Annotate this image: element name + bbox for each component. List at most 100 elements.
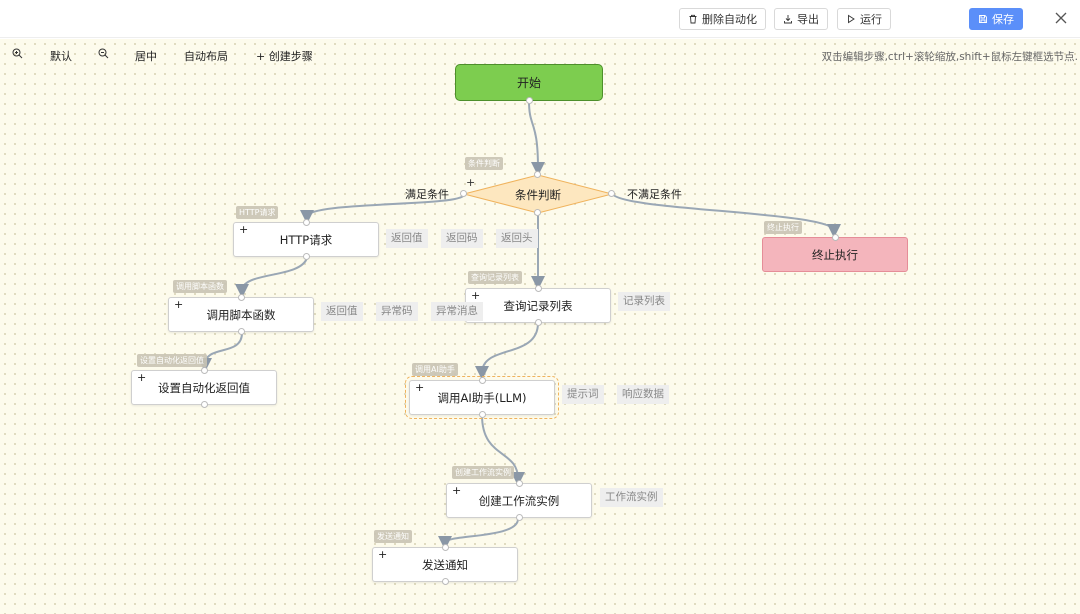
port[interactable] (479, 377, 486, 384)
http-node-label: HTTP请求 (279, 232, 333, 247)
export-icon (784, 15, 792, 24)
port[interactable] (535, 319, 542, 326)
top-bar: 删除自动化 导出 运行 保存 (0, 0, 1080, 38)
edge-start-condition (528, 100, 545, 176)
http-output-0[interactable]: 返回值 (386, 229, 428, 248)
port[interactable] (534, 209, 541, 216)
start-node-label: 开始 (516, 76, 541, 90)
workflow-tag: 创建工作流实例 (452, 466, 514, 479)
auto-layout-label: 自动布局 (184, 50, 228, 63)
add-step-icon[interactable]: + (174, 298, 184, 311)
export-button[interactable]: 导出 (774, 8, 828, 30)
yes-branch-label: 满足条件 (405, 188, 449, 201)
default-zoom-button[interactable]: 默认 (50, 48, 72, 64)
http-tag: HTTP请求 (236, 206, 279, 219)
add-step-icon[interactable]: + (239, 223, 249, 236)
save-icon (979, 15, 987, 23)
condition-node-label[interactable]: 条件判断 (515, 188, 561, 202)
edge-http-script (235, 257, 308, 298)
port[interactable] (535, 285, 542, 292)
stop-execution-node[interactable]: 终止执行 (762, 234, 908, 272)
ai-tag: 调用AI助手 (412, 363, 458, 376)
notify-node-label: 发送通知 (422, 557, 468, 572)
create-workflow-node[interactable]: + 创建工作流实例 (446, 480, 592, 521)
flow-edges (198, 100, 841, 550)
delete-automation-button[interactable]: 删除自动化 (679, 8, 766, 30)
send-notification-node[interactable]: + 发送通知 (372, 544, 518, 585)
edge-workflow-notify (438, 518, 519, 550)
canvas-hint: 双击编辑步骤,ctrl+滚轮缩放,shift+鼠标左键框选节点. (821, 51, 1078, 63)
add-step-icon[interactable]: + (378, 548, 388, 561)
edge-query-ai (475, 322, 539, 380)
stop-tag: 终止执行 (764, 221, 802, 234)
query-node-label: 查询记录列表 (503, 298, 573, 313)
run-label: 运行 (860, 13, 882, 26)
edge-script-setret (198, 332, 243, 372)
ai-output-0[interactable]: 提示词 (562, 385, 604, 404)
ai-assistant-node[interactable]: + 调用AI助手(LLM) (405, 376, 559, 419)
delete-automation-label: 删除自动化 (702, 13, 757, 26)
port[interactable] (201, 401, 208, 408)
run-button[interactable]: 运行 (837, 8, 891, 30)
condition-plus-icon[interactable]: + (466, 176, 476, 189)
port[interactable] (238, 294, 245, 301)
flow-canvas[interactable]: 默认 居中 自动布局 + 创建步骤 双击编辑步骤,ctrl+滚轮缩放,shift… (0, 39, 1080, 614)
zoom-out-button[interactable] (98, 48, 109, 59)
port[interactable] (516, 480, 523, 487)
condition-tag: 条件判断 (465, 157, 503, 170)
save-label: 保存 (992, 13, 1014, 26)
script-node-label: 调用脚本函数 (206, 307, 276, 322)
query-tag: 查询记录列表 (468, 271, 522, 284)
port[interactable] (526, 97, 533, 104)
script-output-0[interactable]: 返回值 (321, 302, 363, 321)
script-tag: 调用脚本函数 (173, 280, 227, 293)
port[interactable] (201, 367, 208, 374)
query-output-0[interactable]: 记录列表 (618, 292, 670, 311)
setret-tag: 设置自动化返回值 (137, 354, 207, 367)
edge-condition-stop (611, 192, 841, 238)
edge-condition-http (300, 194, 465, 224)
port[interactable] (460, 190, 467, 197)
notify-tag: 发送通知 (374, 530, 412, 543)
port[interactable] (303, 253, 310, 260)
script-output-1[interactable]: 异常码 (376, 302, 418, 321)
port[interactable] (442, 578, 449, 585)
http-output-1[interactable]: 返回码 (441, 229, 483, 248)
workflow-output-0[interactable]: 工作流实例 (600, 488, 663, 507)
zoom-in-button[interactable] (12, 48, 23, 59)
setret-node-label: 设置自动化返回值 (158, 380, 250, 395)
ai-node-label: 调用AI助手(LLM) (437, 390, 527, 405)
http-request-node[interactable]: + HTTP请求 (233, 219, 379, 260)
ai-output-1[interactable]: 响应数据 (617, 385, 669, 404)
http-output-2[interactable]: 返回头 (496, 229, 538, 248)
add-step-icon[interactable]: + (137, 371, 147, 384)
port[interactable] (479, 411, 486, 418)
save-button[interactable]: 保存 (969, 8, 1023, 30)
close-icon[interactable] (1053, 10, 1069, 26)
add-step-icon[interactable]: + (471, 289, 481, 302)
port[interactable] (516, 514, 523, 521)
port[interactable] (303, 219, 310, 226)
port[interactable] (832, 234, 839, 241)
trash-icon (689, 14, 697, 24)
port[interactable] (442, 544, 449, 551)
create-step-button[interactable]: + 创建步骤 (256, 48, 313, 64)
workflow-node-label: 创建工作流实例 (478, 493, 560, 508)
start-node[interactable]: 开始 (455, 64, 603, 104)
center-button[interactable]: 居中 (135, 48, 157, 64)
call-script-node[interactable]: + 调用脚本函数 (168, 294, 314, 335)
port[interactable] (608, 190, 615, 197)
canvas-toolbar: 默认 居中 自动布局 + 创建步骤 双击编辑步骤,ctrl+滚轮缩放,shift… (0, 39, 1080, 71)
center-label: 居中 (135, 50, 157, 63)
port[interactable] (534, 171, 541, 178)
auto-layout-button[interactable]: 自动布局 (184, 48, 228, 64)
stop-node-label: 终止执行 (812, 247, 858, 262)
add-step-icon[interactable]: + (415, 381, 425, 394)
script-output-2[interactable]: 异常消息 (431, 302, 483, 321)
play-icon (848, 14, 855, 24)
default-zoom-label: 默认 (50, 50, 72, 63)
add-step-icon[interactable]: + (452, 484, 462, 497)
set-return-value-node[interactable]: + 设置自动化返回值 (131, 367, 277, 408)
port[interactable] (238, 328, 245, 335)
query-records-node[interactable]: + 查询记录列表 (465, 285, 611, 326)
